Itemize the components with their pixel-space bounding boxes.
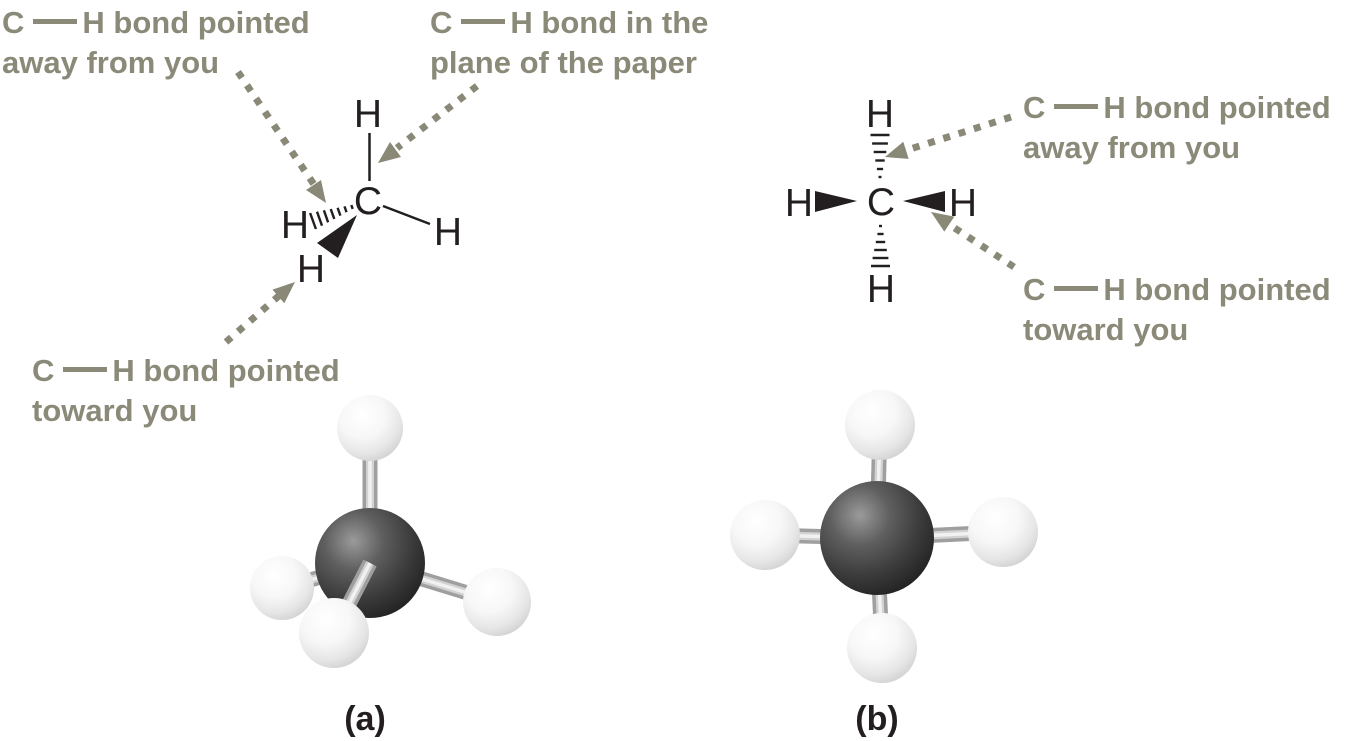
- solid-wedge-bond-right: [903, 191, 945, 212]
- dashed-arrow-right-toward: [931, 212, 1016, 270]
- annotation-rest: H bond pointed: [82, 5, 310, 40]
- annotation-c: C: [2, 5, 25, 40]
- carbon-atom-label: C: [354, 180, 382, 223]
- hydrogen-atom-label: H: [949, 182, 977, 225]
- hydrogen-sphere: [299, 598, 369, 668]
- ch-bond-dash: [33, 19, 78, 24]
- annotation-line1: C H bond pointed: [1023, 88, 1331, 128]
- hashed-wedge-bond-bottom: [871, 224, 890, 268]
- annotation-c: C: [430, 5, 453, 40]
- arrowhead-icon: [306, 180, 326, 203]
- caption-a: (a): [344, 700, 386, 738]
- annotation-line1: C H bond pointed: [1023, 270, 1331, 310]
- hydrogen-atom-label: H: [866, 93, 894, 136]
- hydrogen-sphere: [463, 568, 531, 636]
- hydrogen-atom-label: H: [434, 211, 462, 254]
- caption-b: (b): [855, 700, 899, 738]
- annotation-c: C: [32, 353, 55, 388]
- annotation-c: C: [1023, 272, 1046, 307]
- hydrogen-sphere: [968, 497, 1038, 567]
- hydrogen-sphere: [847, 613, 917, 683]
- arrowhead-icon: [885, 141, 909, 159]
- hydrogen-sphere: [730, 500, 800, 570]
- annotation-ch-away-left: C H bond pointed away from you: [2, 3, 310, 83]
- dashed-arrow-right-away: [885, 113, 1013, 159]
- annotation-rest: H bond pointed: [1103, 272, 1331, 307]
- annotation-ch-away-right: C H bond pointed away from you: [1023, 88, 1331, 168]
- solid-wedge-bond: [317, 215, 357, 258]
- annotation-rest: H bond pointed: [112, 353, 340, 388]
- hydrogen-atom-label: H: [785, 182, 813, 225]
- hydrogen-atom-label: H: [281, 204, 309, 247]
- hydrogen-sphere: [337, 395, 403, 461]
- ch-bond-dash: [461, 19, 506, 24]
- wedge-dash-structure-a: H C H H H: [281, 93, 462, 291]
- dashed-arrow-left-toward: [223, 282, 295, 345]
- annotation-line1: C H bond pointed: [32, 351, 340, 391]
- flat-structure-b: H C H H H: [785, 93, 977, 311]
- annotation-rest: H bond in the: [510, 5, 709, 40]
- annotation-rest: H bond pointed: [1103, 90, 1331, 125]
- annotation-ch-toward-left: C H bond pointed toward you: [32, 351, 340, 431]
- annotation-line2: plane of the paper: [430, 45, 697, 80]
- carbon-sphere: [820, 481, 934, 595]
- hashed-wedge-bond: [308, 204, 354, 230]
- annotation-ch-toward-right: C H bond pointed toward you: [1023, 270, 1331, 350]
- annotation-line2: away from you: [2, 45, 220, 80]
- ch-bond-dash: [1054, 286, 1099, 291]
- ch-bond-dash: [63, 367, 108, 372]
- annotation-line1: C H bond in the: [430, 3, 708, 43]
- arrowhead-icon: [378, 142, 401, 163]
- hashed-wedge-bond-top: [870, 133, 890, 179]
- arrowhead-icon: [931, 212, 955, 232]
- ball-stick-model-b: [730, 390, 1038, 683]
- annotation-line2: toward you: [32, 393, 198, 428]
- annotation-c: C: [1023, 90, 1046, 125]
- hydrogen-atom-label: H: [867, 268, 895, 311]
- carbon-atom-label: C: [867, 181, 895, 224]
- hydrogen-atom-label: H: [354, 93, 382, 136]
- annotation-line2: away from you: [1023, 130, 1241, 165]
- dashed-arrow-plane: [378, 83, 480, 163]
- annotation-line2: toward you: [1023, 312, 1189, 347]
- hydrogen-sphere: [845, 390, 915, 460]
- dashed-arrow-left-away: [235, 70, 326, 203]
- solid-wedge-bond-left: [815, 191, 857, 212]
- annotation-line1: C H bond pointed: [2, 3, 310, 43]
- annotation-ch-plane: C H bond in the plane of the paper: [430, 3, 708, 83]
- plain-bond-right: [382, 204, 431, 226]
- ch-bond-dash: [1054, 104, 1099, 109]
- hydrogen-sphere: [250, 556, 314, 620]
- hydrogen-atom-label: H: [297, 248, 325, 291]
- ball-stick-model-a: [250, 395, 531, 668]
- arrowhead-icon: [272, 282, 295, 304]
